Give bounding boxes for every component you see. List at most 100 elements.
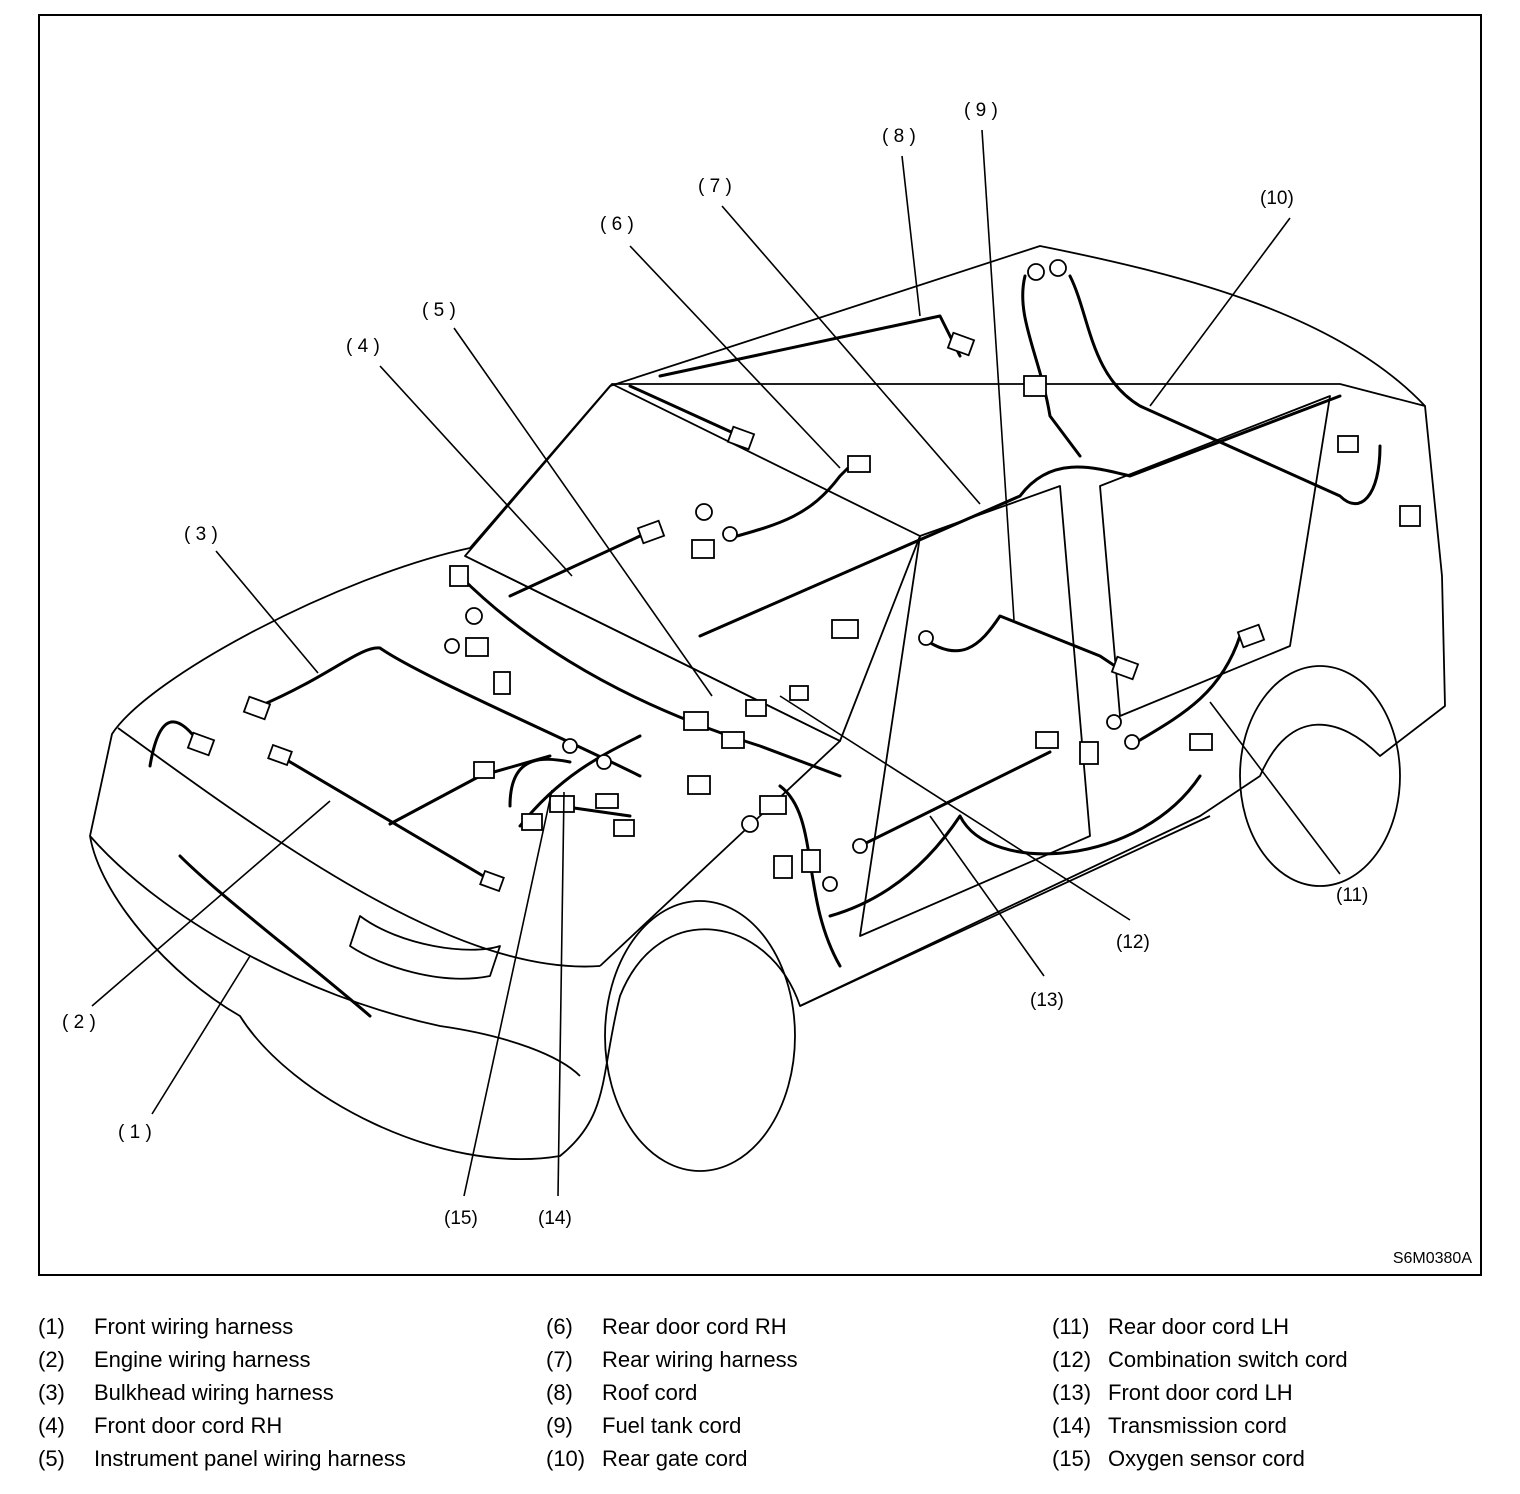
connector-grommet <box>562 738 578 754</box>
legend-text: Combination switch cord <box>1108 1347 1348 1372</box>
harness-engine <box>278 754 552 882</box>
leader-1 <box>151 955 251 1115</box>
legend: (1) Front wiring harness (2)Engine wiring… <box>0 1310 1520 1480</box>
callout-6: ( 6 ) <box>600 214 634 235</box>
callout-labels: ( 1 ) ( 2 ) ( 3 ) ( 4 ) ( 5 ) ( 6 ) ( 7 … <box>62 100 1368 1229</box>
callout-7: ( 7 ) <box>698 176 732 197</box>
leader-10 <box>1149 217 1291 407</box>
wiring-harness <box>148 274 1382 1018</box>
legend-item: (4)Front door cord RH <box>38 1409 406 1442</box>
connectors <box>186 259 1421 893</box>
callout-12: (12) <box>1116 932 1150 953</box>
legend-number: (13) <box>1052 1380 1092 1405</box>
leader-8 <box>901 155 921 317</box>
callout-4: ( 4 ) <box>346 336 380 357</box>
legend-item: (12) Combination switch cord <box>1052 1343 1348 1376</box>
leader-2 <box>91 800 331 1007</box>
leader-6 <box>629 245 841 469</box>
connector-grommet <box>1049 259 1067 277</box>
connector-grommet <box>695 503 713 521</box>
harness-rear <box>698 394 1342 638</box>
legend-number: (9) <box>546 1413 573 1438</box>
legend-text: Roof cord <box>602 1380 698 1405</box>
leader-4 <box>379 365 573 577</box>
harness-fuel-tank <box>918 614 1132 678</box>
legend-column-1: (1) Front wiring harness (2)Engine wiring… <box>38 1310 406 1475</box>
connector <box>1110 655 1140 681</box>
side-window-front <box>859 485 1091 937</box>
legend-item: (3) Bulkhead wiring harness <box>38 1376 406 1409</box>
hood-edge <box>464 555 841 967</box>
connector-grommet <box>822 876 838 892</box>
legend-text: Rear gate cord <box>602 1446 748 1471</box>
legend-number: (6) <box>546 1314 573 1339</box>
connector <box>789 685 809 701</box>
leader-11 <box>1209 701 1341 875</box>
connector <box>449 565 469 587</box>
connector <box>1023 375 1047 397</box>
callout-10: (10) <box>1260 188 1294 209</box>
connector <box>186 731 216 757</box>
vehicle-body <box>89 245 1446 1172</box>
connector <box>1079 741 1099 765</box>
callout-2: ( 2 ) <box>62 1012 96 1033</box>
callout-5: ( 5 ) <box>422 300 456 321</box>
callout-15: (15) <box>444 1208 478 1229</box>
harness-front-door-rh <box>508 526 654 598</box>
connector-grommet <box>741 815 759 833</box>
legend-item: (11)Rear door cord LH <box>1052 1310 1348 1343</box>
legend-number: (1) <box>38 1314 65 1339</box>
connector <box>493 671 511 695</box>
harness-transmission <box>518 734 642 828</box>
legend-item: (8)Roof cord <box>546 1376 798 1409</box>
harness-front <box>148 720 372 1018</box>
connector <box>745 699 767 717</box>
legend-text: Bulkhead wiring harness <box>94 1380 334 1405</box>
connector <box>479 869 505 893</box>
legend-item: (9)Fuel tank cord <box>546 1409 798 1442</box>
connector <box>1035 731 1059 749</box>
legend-column-3: (11)Rear door cord LH (12) Combination sw… <box>1052 1310 1348 1475</box>
connector-grommet <box>1106 714 1122 730</box>
legend-number: (10) <box>546 1446 586 1471</box>
legend-item: (10) Rear gate cord <box>546 1442 798 1475</box>
connector-grommet <box>596 754 612 770</box>
front-bumper <box>89 835 581 1077</box>
front-wheel <box>604 900 796 1172</box>
connector <box>726 425 756 451</box>
connector <box>847 455 871 473</box>
legend-item: (13)Front door cord LH <box>1052 1376 1348 1409</box>
hood-line <box>117 727 601 968</box>
windshield-outline <box>464 383 921 742</box>
leader-15 <box>463 789 553 1197</box>
callout-11: (11) <box>1336 885 1368 906</box>
harness-instrument <box>458 574 842 778</box>
legend-text: Rear door cord LH <box>1108 1314 1289 1339</box>
legend-column-2: (6)Rear door cord RH (7)Rear wiring harn… <box>546 1310 798 1475</box>
connector <box>595 793 619 809</box>
legend-item: (7)Rear wiring harness <box>546 1343 798 1376</box>
car-body-outline <box>89 245 1446 1160</box>
leader-13 <box>929 815 1045 977</box>
connector <box>521 813 543 831</box>
headlight <box>349 915 501 980</box>
legend-number: (12) <box>1052 1347 1092 1372</box>
connector <box>831 619 859 639</box>
legend-item: (6)Rear door cord RH <box>546 1310 798 1343</box>
legend-item: (1) Front wiring harness <box>38 1310 406 1343</box>
legend-text: Front wiring harness <box>94 1314 294 1339</box>
legend-number: (3) <box>38 1380 65 1405</box>
connector-grommet <box>852 838 868 854</box>
legend-item: (2)Engine wiring harness <box>38 1343 406 1376</box>
harness-front-door-lh <box>828 750 1202 918</box>
legend-item: (15)Oxygen sensor cord <box>1052 1442 1348 1475</box>
leader-7 <box>721 205 981 505</box>
connector <box>1399 505 1421 527</box>
rear-wheel <box>1239 665 1401 887</box>
roof-line <box>612 383 1426 407</box>
legend-number: (15) <box>1052 1446 1092 1471</box>
legend-text: Instrument panel wiring harness <box>94 1446 406 1471</box>
connector <box>946 331 976 357</box>
figure-code: S6M0380A <box>1392 1250 1472 1267</box>
legend-item: (5)Instrument panel wiring harness <box>38 1442 406 1475</box>
